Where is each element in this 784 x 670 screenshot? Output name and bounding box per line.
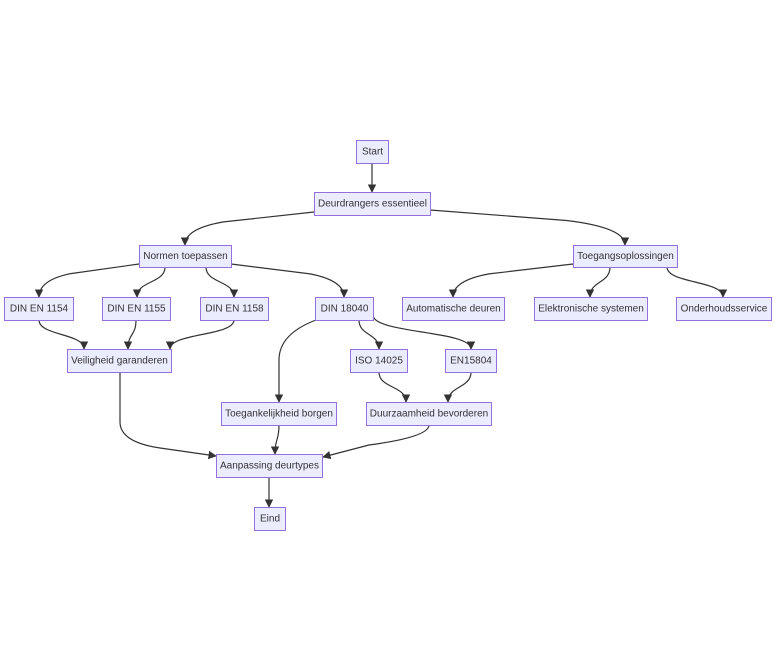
node-veil: Veiligheid garanderen	[67, 349, 172, 373]
node-label: Normen toepassen	[143, 251, 228, 262]
node-label: EN15804	[450, 356, 492, 367]
node-label: Onderhoudsservice	[681, 304, 768, 315]
node-label: Toegankelijkheid borgen	[225, 409, 333, 420]
node-en: EN15804	[445, 349, 497, 373]
node-box	[67, 349, 172, 373]
node-box	[402, 297, 505, 321]
node-box	[200, 297, 269, 321]
node-box	[534, 297, 648, 321]
node-label: DIN 18040	[321, 304, 369, 315]
edge-din1158-veil	[165, 319, 235, 350]
edge-toeg-elek	[585, 266, 611, 298]
edge-deur-normen	[180, 211, 315, 246]
node-toegank: Toegankelijkheid borgen	[221, 402, 337, 426]
edge-deur-toeg	[429, 209, 630, 246]
node-label: Veiligheid garanderen	[71, 356, 168, 367]
node-elek: Elektronische systemen	[534, 297, 648, 321]
node-din1154: DIN EN 1154	[4, 297, 74, 321]
edge-din18040-en	[372, 314, 476, 350]
node-label: Automatische deuren	[406, 304, 501, 315]
edge-din1155-veil	[123, 319, 137, 350]
node-box	[221, 402, 337, 426]
node-label: DIN EN 1154	[10, 304, 69, 315]
edge-din1154-veil	[38, 319, 89, 350]
edge-din18040-iso	[358, 319, 384, 350]
edge-en-duur	[443, 371, 472, 403]
node-eind: Eind	[254, 507, 286, 531]
node-din18040: DIN 18040	[315, 297, 374, 321]
node-label: Deurdrangers essentieel	[318, 199, 427, 210]
node-box	[139, 245, 232, 268]
edge-toeg-onder	[666, 266, 728, 298]
node-box	[366, 402, 492, 426]
node-box	[573, 245, 678, 268]
node-din1155: DIN EN 1155	[102, 297, 171, 321]
node-label: ISO 14025	[355, 356, 403, 367]
node-label: Toegangsoplossingen	[577, 251, 674, 262]
node-onder: Onderhoudsservice	[676, 297, 772, 321]
node-box	[315, 297, 374, 321]
node-din1158: DIN EN 1158	[200, 297, 269, 321]
node-auto: Automatische deuren	[402, 297, 505, 321]
node-label: Duurzaamheid bevorderen	[370, 409, 488, 420]
node-label: DIN EN 1155	[107, 304, 166, 315]
edge-din18040-toegank	[274, 319, 317, 403]
node-box	[102, 297, 171, 321]
edge-normen-din1158	[205, 266, 239, 298]
edge-normen-din18040	[230, 263, 349, 298]
node-label: Start	[362, 147, 383, 158]
node-box	[350, 349, 408, 373]
node-box	[676, 297, 772, 321]
node-box	[356, 140, 389, 164]
node-box	[445, 349, 497, 373]
edge-normen-din1154	[34, 263, 140, 298]
node-start: Start	[356, 140, 389, 164]
edge-toeg-auto	[448, 263, 574, 298]
node-box	[254, 507, 286, 531]
edge-veil-aanp	[119, 372, 217, 460]
edge-iso-duur	[378, 371, 411, 403]
edge-normen-din1155	[132, 266, 166, 298]
node-box	[314, 192, 431, 216]
node-label: DIN EN 1158	[205, 304, 264, 315]
node-label: Eind	[260, 514, 280, 525]
node-box	[216, 454, 323, 478]
node-label: Aanpassing deurtypes	[220, 461, 319, 472]
node-label: Elektronische systemen	[538, 304, 644, 315]
node-aanp: Aanpassing deurtypes	[216, 454, 323, 478]
edge-duur-aanp	[322, 424, 430, 460]
node-deur: Deurdrangers essentieel	[314, 192, 431, 216]
node-toeg: Toegangsoplossingen	[573, 245, 678, 268]
node-duur: Duurzaamheid bevorderen	[366, 402, 492, 426]
edge-toegank-aanp	[270, 424, 280, 455]
node-box	[4, 297, 74, 321]
node-iso: ISO 14025	[350, 349, 408, 373]
node-normen: Normen toepassen	[139, 245, 232, 268]
